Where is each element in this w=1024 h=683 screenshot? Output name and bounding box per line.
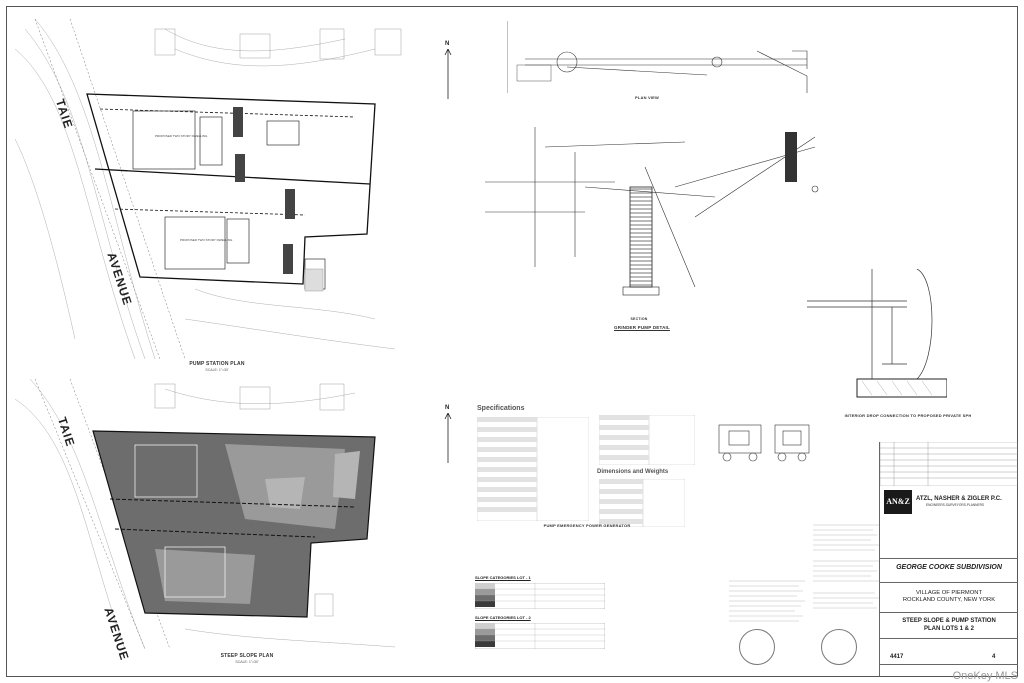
firm-logo: AN&Z — [884, 490, 912, 514]
lot-2-dwelling-label: PROPOSED TWO STORY DWELLING — [180, 238, 233, 242]
sheet-title-line-2: PLAN LOTS 1 & 2 — [923, 625, 974, 632]
slope-lot-2-caption: SLOPE CATEGORIES LOT - 2 — [475, 615, 531, 620]
dimensions-title: Dimensions and Weights — [597, 469, 669, 475]
village-line-2: ROCKLAND COUNTY, NEW YORK — [902, 597, 996, 603]
pump-station-plan-caption: PUMP STATION PLAN — [189, 361, 245, 367]
plan-view-drawing — [507, 21, 808, 93]
grinder-pump-detail-caption: GRINDER PUMP DETAIL — [614, 325, 670, 330]
specifications-table — [477, 417, 589, 521]
village-name: VILLAGE OF PIERMONT ROCKLAND COUNTY, NEW… — [884, 590, 1014, 604]
steep-slope-plan-drawing — [15, 379, 396, 649]
north-arrow-icon — [444, 49, 452, 99]
sheet-title: STEEP SLOPE & PUMP STATION PLAN LOTS 1 &… — [884, 618, 1014, 633]
job-number: 4417 — [890, 654, 904, 660]
slope-lot-1-caption: SLOPE CATEGORIES LOT - 1 — [475, 575, 531, 580]
generator-sketch — [718, 424, 810, 462]
sheet-number: 4 — [992, 654, 996, 660]
engineer-seal-1 — [739, 629, 775, 665]
disclaimer-notes-block — [813, 524, 879, 609]
north-arrow-icon-2 — [444, 413, 452, 463]
general-notes-block — [729, 580, 805, 622]
specifications-title: Specifications — [477, 405, 525, 412]
steep-slope-plan-scale: SCALE: 1"=30' — [235, 660, 259, 664]
plan-view-caption: PLAN VIEW — [634, 95, 660, 100]
engineer-seal-2 — [821, 629, 857, 665]
generator-caption: PUMP EMERGENCY POWER GENERATOR — [543, 523, 631, 528]
firm-name: ATZL, NASHER & ZIGLER P.C. — [916, 496, 1002, 502]
interior-drop-caption: INTERIOR DROP CONNECTION TO PROPOSED PRI… — [844, 413, 972, 418]
village-line-1: VILLAGE OF PIERMONT — [915, 590, 983, 596]
grinder-pump-section-drawing — [485, 127, 819, 296]
drawing-sheet: PROPOSED TWO STORY DWELLING PROPOSED TWO… — [6, 6, 1018, 677]
grinder-section-caption: SECTION — [630, 317, 648, 321]
north-arrow-label-2: N — [445, 405, 450, 411]
specifications-table-2 — [599, 415, 695, 465]
slope-lot-2-table — [475, 623, 605, 649]
pump-station-plan-drawing: PROPOSED TWO STORY DWELLING PROPOSED TWO… — [15, 19, 402, 359]
lot-1-dwelling-label: PROPOSED TWO STORY DWELLING — [155, 134, 208, 138]
north-arrow-label: N — [445, 41, 450, 47]
pump-station-plan-scale: SCALE: 1"=30' — [205, 368, 229, 372]
revision-table — [880, 442, 1018, 486]
sheet-title-line-1: STEEP SLOPE & PUMP STATION — [902, 618, 996, 624]
interior-drop-connection-drawing — [807, 269, 947, 398]
firm-subtitle: ENGINEERS-SURVEYORS-PLANNERS — [926, 503, 985, 507]
dimensions-table — [599, 479, 685, 527]
steep-slope-plan-caption: STEEP SLOPE PLAN — [220, 653, 274, 659]
slope-lot-1-table — [475, 583, 605, 609]
title-block: AN&Z ATZL, NASHER & ZIGLER P.C. ENGINEER… — [879, 442, 1018, 676]
project-name: GEORGE COOKE SUBDIVISION — [896, 564, 1002, 571]
watermark: OneKey MLS — [952, 670, 1018, 682]
